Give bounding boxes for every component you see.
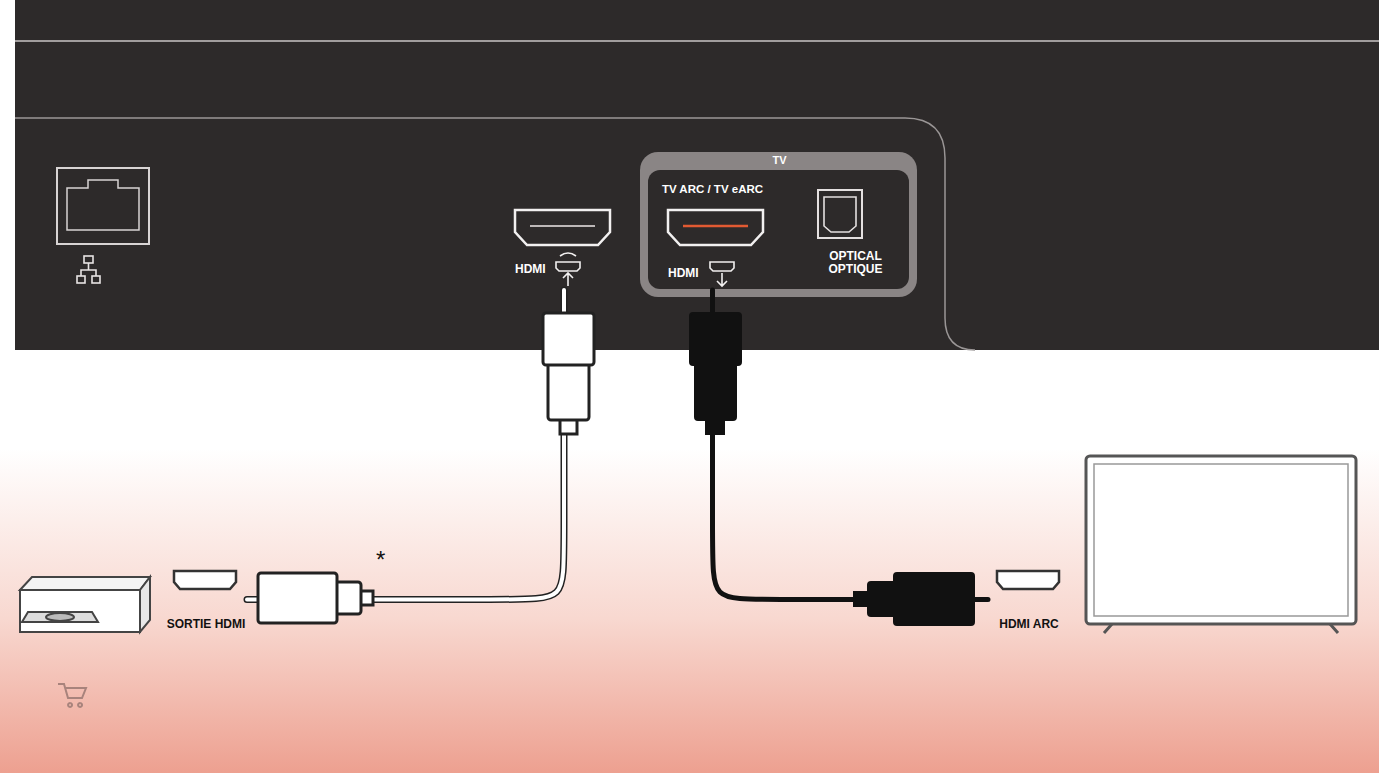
hdmi-arc-symbol (710, 262, 734, 286)
white-hdmi-cable (247, 290, 564, 600)
television-screen (1094, 464, 1348, 616)
disc-player (140, 577, 150, 632)
hdmi-in-symbol (563, 273, 573, 286)
disc-player (20, 577, 150, 632)
port-label: TV ARC / TV eARC (642, 183, 783, 196)
disc-tray (22, 612, 98, 622)
hdmi-input-port: HDMI (505, 198, 623, 290)
ethernet-port (57, 168, 149, 244)
television-stand (1104, 624, 1338, 633)
black-hdmi-cable (713, 290, 989, 600)
disc-player (20, 577, 150, 590)
black-hdmi-plug (894, 573, 974, 625)
port-label: SORTIE HDMI (165, 618, 247, 631)
panel-recess (15, 118, 975, 350)
cart-icon (58, 684, 86, 707)
ethernet-socket (67, 180, 139, 230)
white-hdmi-plug (258, 313, 594, 623)
hdmi-arc-symbol (717, 273, 727, 286)
hdmi-port (515, 210, 610, 245)
network-symbol (84, 256, 93, 263)
player-hdmi-output: SORTIE HDMI (165, 563, 247, 636)
port-label: HDMI ARC (988, 618, 1070, 631)
tv-hdmi-arc-input: HDMI ARC (988, 563, 1070, 636)
television (1086, 456, 1356, 624)
white-hdmi-plug (543, 313, 594, 365)
tv-connection-group: TV TV ARC / TV eARC HDMI OPTICAL OPTIQUE (640, 152, 919, 297)
network-symbol (92, 276, 100, 283)
tv-group-frame (640, 152, 917, 297)
optical-port (818, 190, 862, 238)
hdmi-arc-symbol (710, 262, 734, 271)
hdmi-in-symbol (556, 253, 580, 286)
white-hdmi-plug (548, 362, 589, 420)
hdmi-in-symbol (556, 262, 580, 271)
network-symbol (81, 263, 96, 276)
hdmi-arc-port (668, 210, 763, 245)
disc (46, 613, 74, 621)
network-symbol (77, 256, 100, 283)
white-hdmi-cable (247, 290, 564, 600)
optical-socket (824, 197, 856, 232)
white-hdmi-cable (247, 290, 564, 600)
port-label: HDMI (668, 267, 699, 280)
black-hdmi-plug (868, 582, 896, 616)
disc-player (20, 590, 140, 632)
hdmi-out-port (174, 571, 236, 589)
panel-edge (15, 40, 1379, 42)
black-hdmi-plug (690, 313, 741, 365)
port-label: OPTICAL OPTIQUE (820, 250, 891, 276)
white-hdmi-plug (258, 573, 337, 623)
hdmi-in-symbol (560, 253, 576, 256)
hdmi-arc-port: TV ARC / TV eARC HDMI (640, 174, 785, 290)
black-hdmi-plug (695, 362, 736, 420)
optical-port: OPTICAL OPTIQUE (808, 182, 903, 292)
hdmi-arc-contact (683, 225, 748, 228)
tv-hdmi-port (997, 571, 1059, 589)
soundbar-panel (15, 0, 1379, 350)
footnote-mark: * (376, 546, 385, 574)
port-label: HDMI (515, 263, 546, 276)
hdmi-port-contact (530, 225, 595, 227)
black-hdmi-cable (713, 290, 989, 600)
black-hdmi-plug (690, 313, 974, 625)
port-label: TV (640, 154, 919, 166)
network-symbol (77, 276, 85, 283)
